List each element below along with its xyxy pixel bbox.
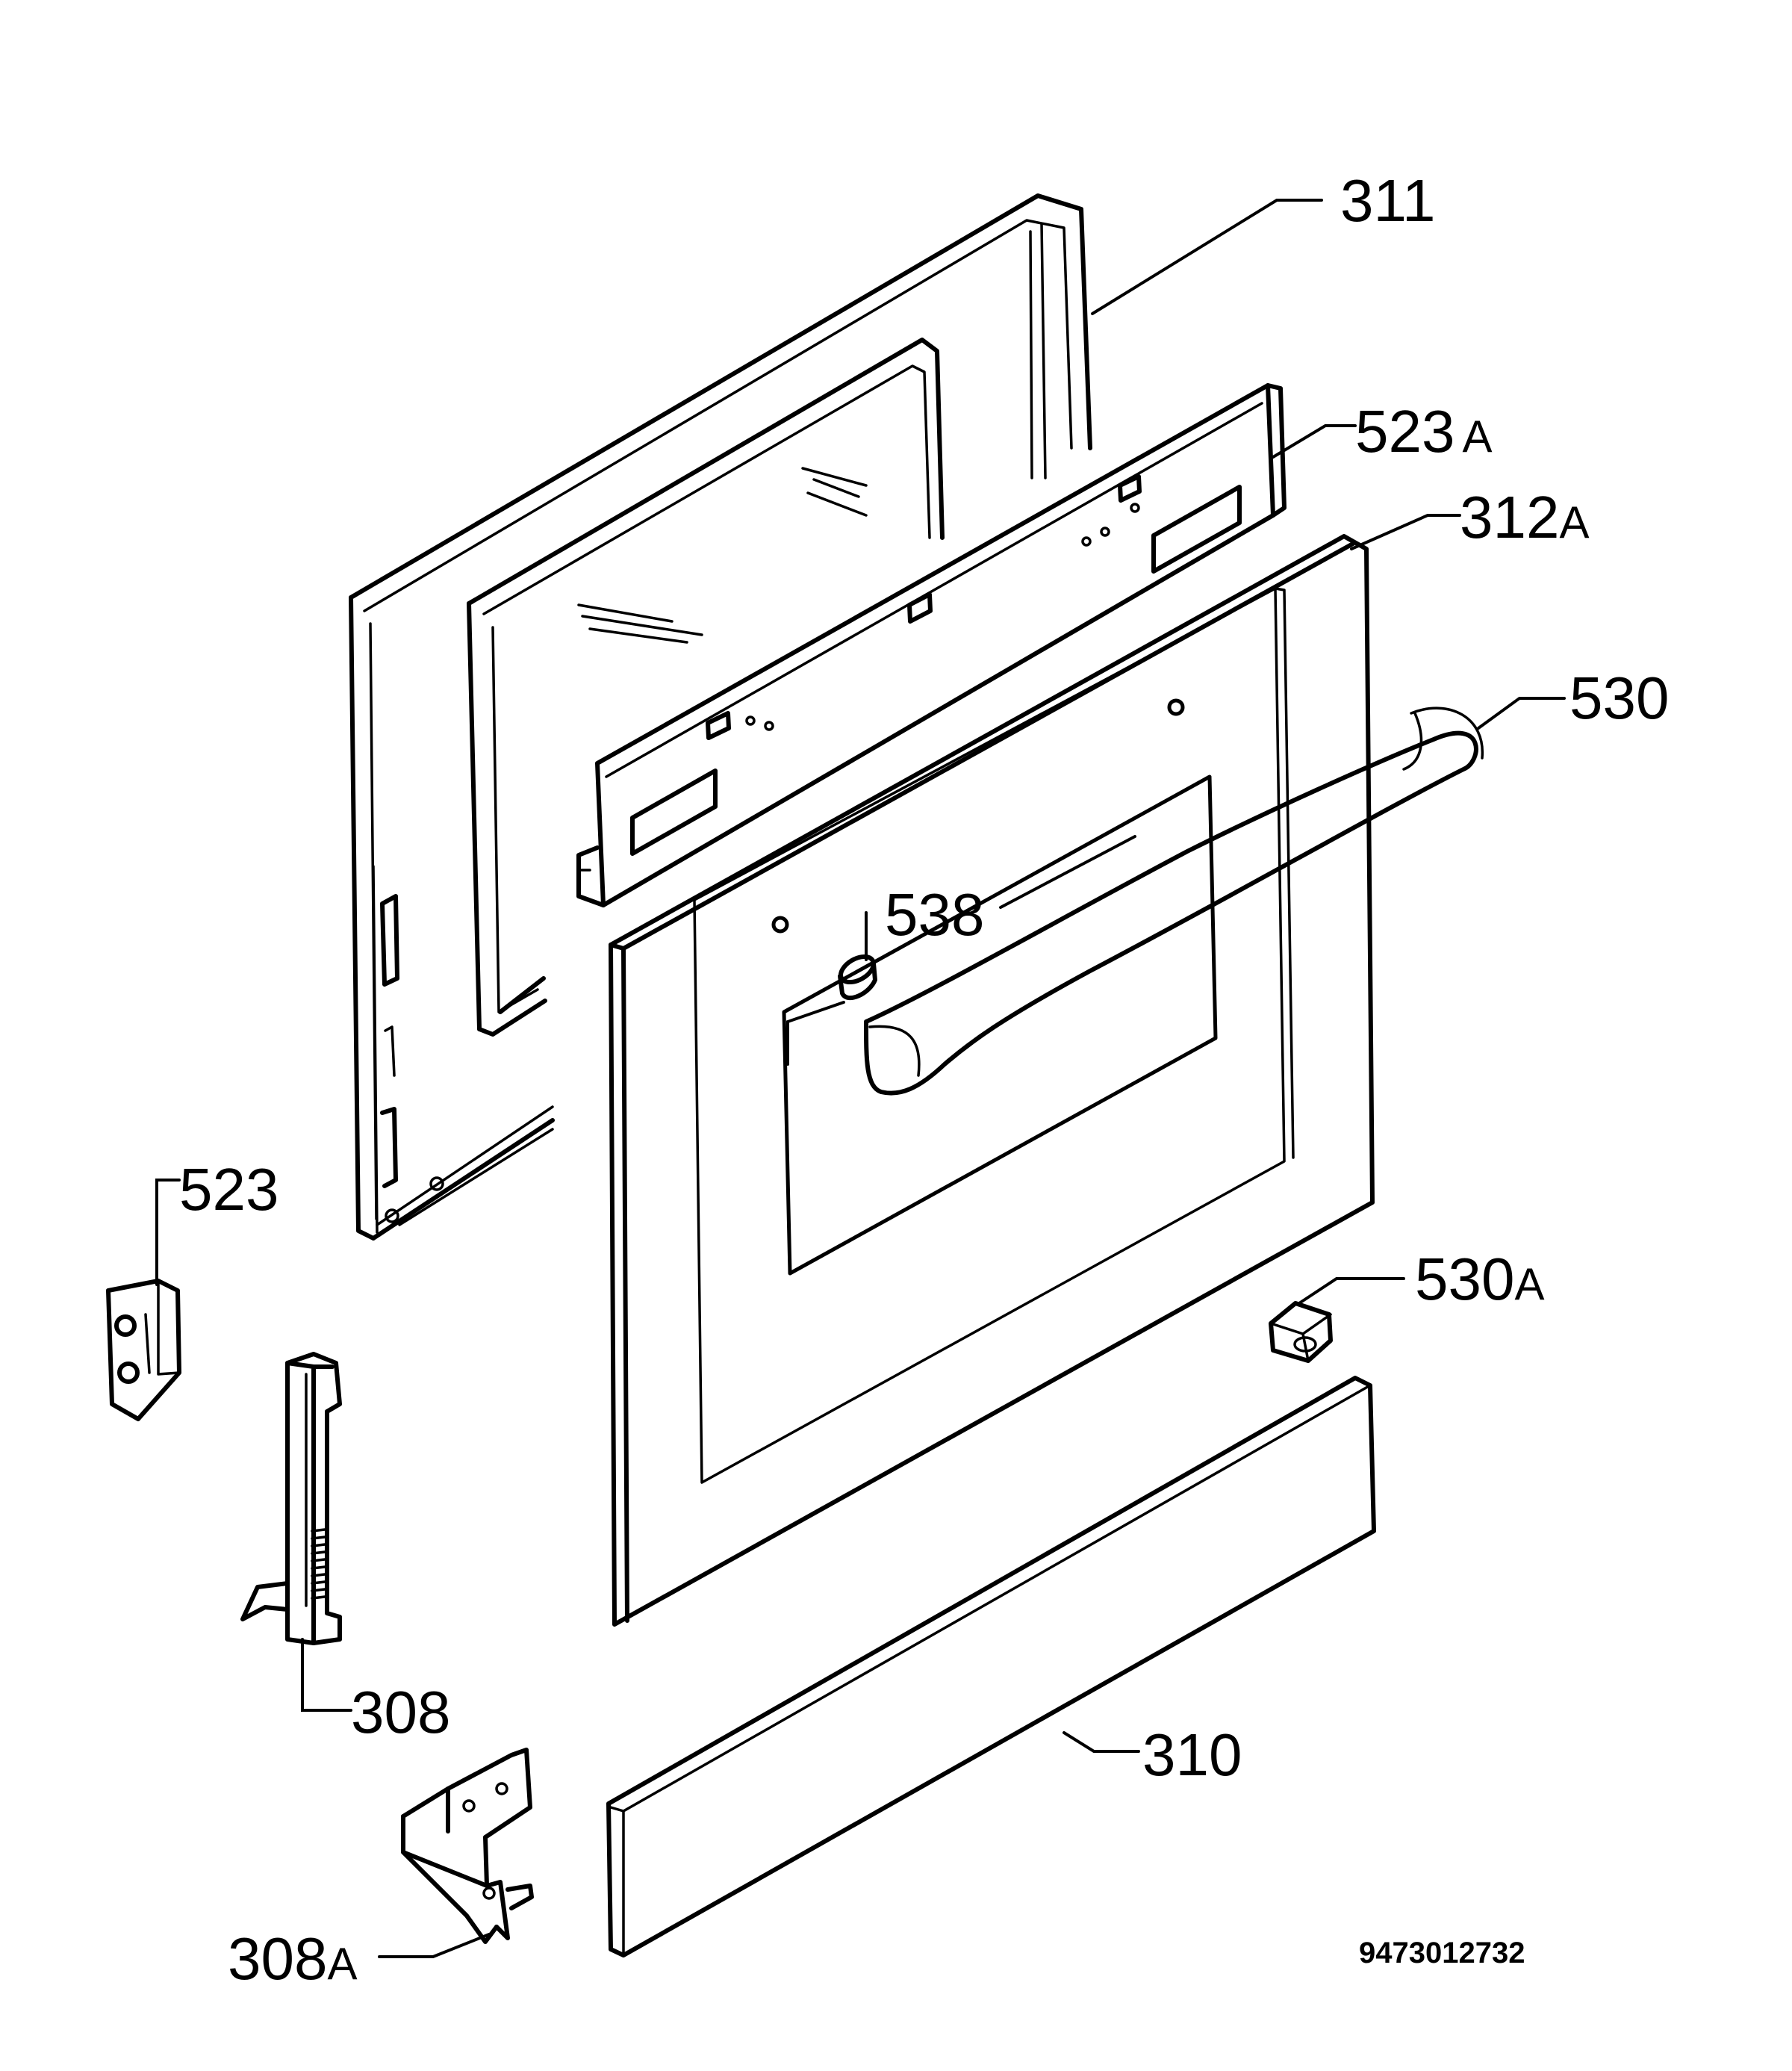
part-311-inner-door-frame xyxy=(349,193,1092,1241)
part-523-hinge-catch xyxy=(106,1279,181,1421)
label-312A: 312A xyxy=(1460,484,1590,550)
leader-308A xyxy=(378,1933,491,1958)
label-308A: 308A xyxy=(228,1925,358,1992)
leader-310 xyxy=(1063,1731,1140,1753)
part-308-door-hinge xyxy=(240,1352,342,1645)
part-312A-outer-door-panel xyxy=(609,534,1375,1627)
leader-538 xyxy=(786,911,868,1066)
label-538: 538 xyxy=(885,881,984,948)
label-308: 308 xyxy=(351,1679,450,1745)
part-523A-top-bracket xyxy=(576,383,1287,907)
leader-312A xyxy=(1350,514,1461,550)
label-311: 311 xyxy=(1340,167,1436,234)
leader-530 xyxy=(1477,697,1566,730)
label-530A: 530A xyxy=(1415,1246,1545,1312)
leader-lines xyxy=(155,199,1566,1958)
leader-523 xyxy=(155,1179,181,1286)
label-523: 523 xyxy=(179,1156,279,1223)
part-310-trim-strip xyxy=(606,1376,1376,1957)
leader-530A xyxy=(1298,1277,1405,1305)
leader-311 xyxy=(1091,199,1323,315)
label-530: 530 xyxy=(1569,665,1669,731)
leader-538-handle xyxy=(999,835,1136,909)
part-530-door-handle xyxy=(864,707,1484,1096)
part-538-spacer xyxy=(838,954,877,1000)
document-number: 9473012732 xyxy=(1359,1937,1525,1969)
part-308A-hinge-bracket xyxy=(401,1748,534,1944)
part-530A-end-cap xyxy=(1269,1301,1333,1363)
leader-523A xyxy=(1272,424,1357,459)
label-310: 310 xyxy=(1142,1721,1242,1788)
leader-308 xyxy=(301,1638,352,1712)
